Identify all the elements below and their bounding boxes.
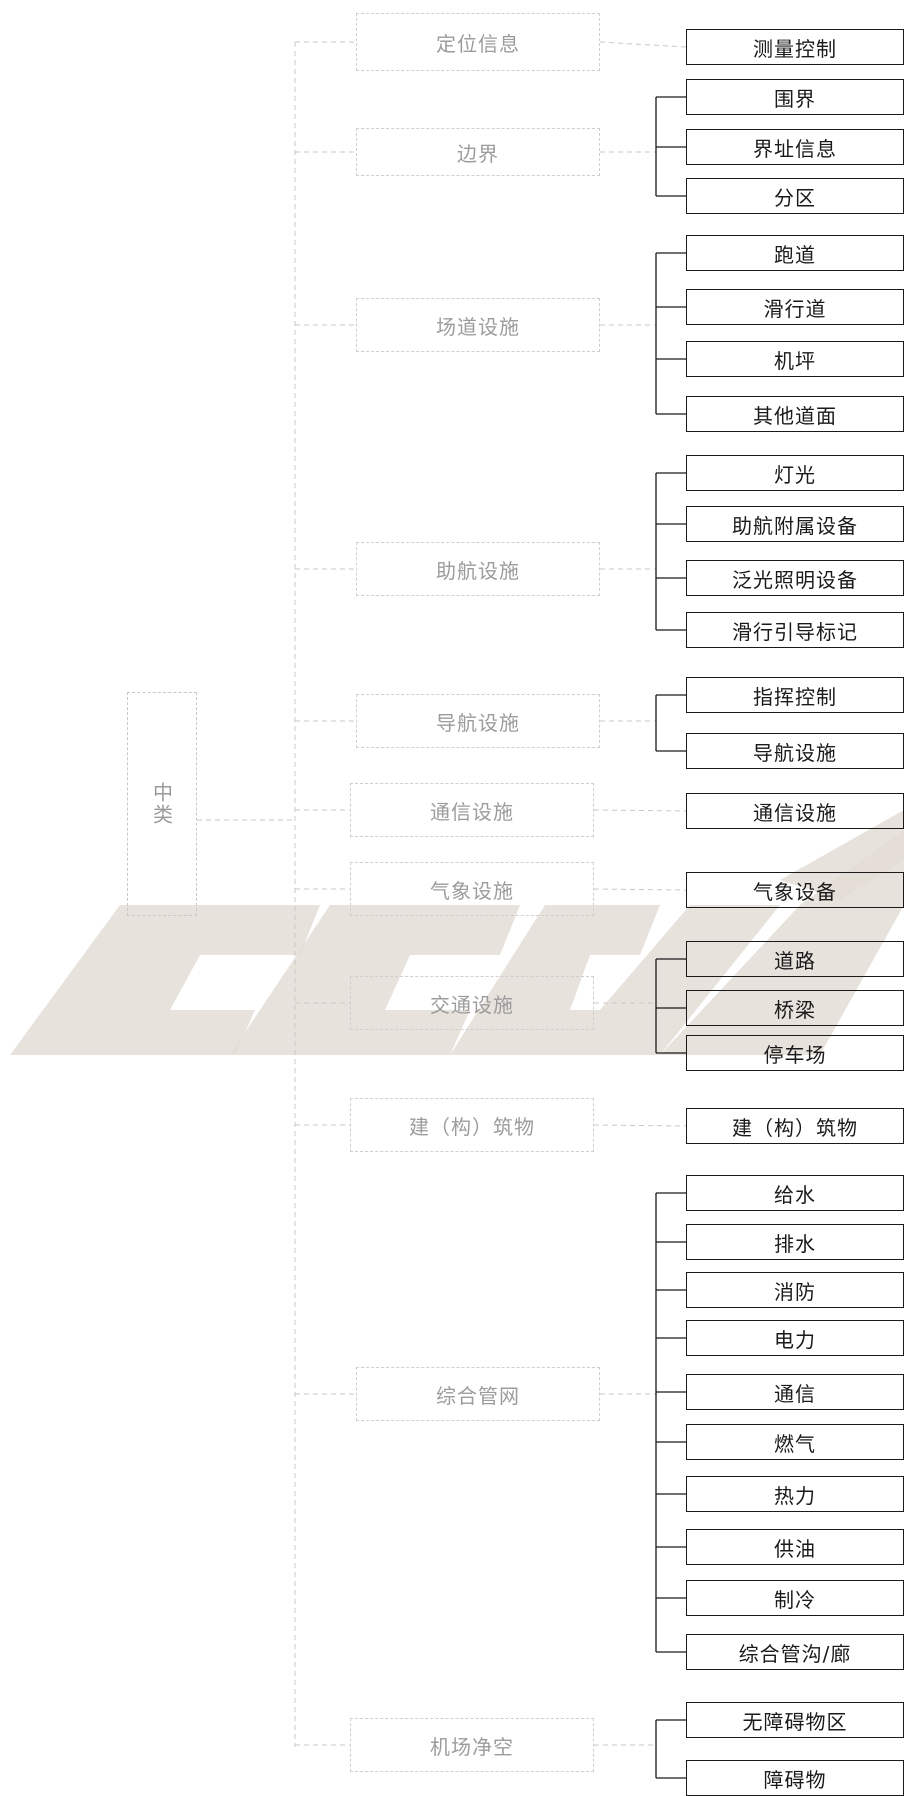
subcategory-box: 滑行引导标记	[686, 612, 904, 648]
category-to-leaf-line	[593, 888, 687, 891]
category-box: 导航设施	[356, 694, 600, 748]
subcategory-box: 给水	[686, 1175, 904, 1211]
subcategory-label: 无障碍物区	[742, 1709, 848, 1734]
subcategory-label: 制冷	[774, 1587, 816, 1612]
category-box: 建（构）筑物	[350, 1098, 594, 1152]
subcategory-label: 分区	[774, 185, 816, 210]
subcategory-box: 消防	[686, 1272, 904, 1308]
subcategory-box: 电力	[686, 1320, 904, 1356]
subcategory-label: 跑道	[774, 242, 816, 267]
subcategory-label: 供油	[774, 1536, 816, 1561]
subcategory-label: 气象设备	[753, 879, 837, 904]
subcategory-box: 跑道	[686, 235, 904, 271]
subcategory-box: 无障碍物区	[686, 1702, 904, 1738]
subcategory-box: 通信	[686, 1374, 904, 1410]
category-to-leaf-line	[593, 809, 687, 812]
subcategory-label: 通信	[774, 1381, 816, 1406]
category-label: 场道设施	[436, 314, 520, 339]
subcategory-label: 指挥控制	[753, 684, 837, 709]
root-node-box: 中类	[127, 692, 197, 916]
subcategory-label: 滑行道	[763, 296, 827, 321]
subcategory-box: 滑行道	[686, 289, 904, 325]
subcategory-box: 热力	[686, 1476, 904, 1512]
subcategory-box: 障碍物	[686, 1760, 904, 1796]
subcategory-label: 道路	[774, 948, 816, 973]
subcategory-box: 通信设施	[686, 793, 904, 829]
subcategory-box: 其他道面	[686, 396, 904, 432]
category-box: 气象设施	[350, 862, 594, 916]
category-label: 定位信息	[436, 31, 520, 56]
subcategory-label: 电力	[774, 1327, 816, 1352]
category-label: 通信设施	[430, 799, 514, 824]
category-box: 通信设施	[350, 783, 594, 837]
category-label: 机场净空	[430, 1734, 514, 1759]
subcategory-label: 桥梁	[774, 997, 816, 1022]
subcategory-label: 灯光	[774, 462, 816, 487]
category-box: 边界	[356, 128, 600, 176]
category-label: 边界	[457, 141, 499, 166]
subcategory-box: 灯光	[686, 455, 904, 491]
category-label: 建（构）筑物	[409, 1114, 535, 1139]
subcategory-box: 停车场	[686, 1035, 904, 1071]
subcategory-label: 给水	[774, 1182, 816, 1207]
category-label: 交通设施	[430, 992, 514, 1017]
category-box: 定位信息	[356, 13, 600, 71]
subcategory-box: 测量控制	[686, 29, 904, 65]
subcategory-label: 停车场	[763, 1042, 827, 1067]
category-label: 气象设施	[430, 878, 514, 903]
subcategory-box: 泛光照明设备	[686, 560, 904, 596]
subcategory-label: 热力	[774, 1483, 816, 1508]
subcategory-box: 供油	[686, 1529, 904, 1565]
subcategory-box: 界址信息	[686, 129, 904, 165]
subcategory-label: 滑行引导标记	[732, 619, 858, 644]
subcategory-box: 燃气	[686, 1424, 904, 1460]
category-label: 助航设施	[436, 558, 520, 583]
subcategory-label: 泛光照明设备	[732, 567, 858, 592]
subcategory-label: 其他道面	[753, 403, 837, 428]
subcategory-box: 导航设施	[686, 733, 904, 769]
subcategory-label: 障碍物	[763, 1767, 827, 1792]
category-label: 导航设施	[436, 710, 520, 735]
category-label: 综合管网	[436, 1383, 520, 1408]
category-box: 交通设施	[350, 976, 594, 1030]
connector-lines	[197, 41, 687, 1779]
subcategory-label: 机坪	[774, 348, 816, 373]
subcategory-box: 建（构）筑物	[686, 1108, 904, 1144]
subcategory-box: 助航附属设备	[686, 506, 904, 542]
subcategory-box: 桥梁	[686, 990, 904, 1026]
category-box: 场道设施	[356, 298, 600, 352]
category-box: 助航设施	[356, 542, 600, 596]
category-to-leaf-line	[599, 41, 687, 48]
category-box: 综合管网	[356, 1367, 600, 1421]
category-to-leaf-line	[593, 1124, 687, 1127]
subcategory-label: 燃气	[774, 1431, 816, 1456]
subcategory-box: 分区	[686, 178, 904, 214]
subcategory-label: 综合管沟/廊	[738, 1641, 852, 1666]
subcategory-label: 排水	[774, 1231, 816, 1256]
subcategory-label: 导航设施	[753, 740, 837, 765]
subcategory-label: 消防	[774, 1279, 816, 1304]
subcategory-box: 围界	[686, 79, 904, 115]
subcategory-box: 排水	[686, 1224, 904, 1260]
subcategory-box: 制冷	[686, 1580, 904, 1616]
subcategory-label: 测量控制	[753, 36, 837, 61]
subcategory-box: 气象设备	[686, 872, 904, 908]
watermark-letter-g1	[10, 905, 320, 1055]
root-node-label: 中类	[149, 782, 174, 826]
subcategory-box: 机坪	[686, 341, 904, 377]
subcategory-label: 通信设施	[753, 800, 837, 825]
subcategory-label: 界址信息	[753, 136, 837, 161]
subcategory-box: 道路	[686, 941, 904, 977]
subcategory-label: 助航附属设备	[732, 513, 858, 538]
subcategory-box: 综合管沟/廊	[686, 1634, 904, 1670]
category-box: 机场净空	[350, 1718, 594, 1772]
subcategory-box: 指挥控制	[686, 677, 904, 713]
subcategory-label: 建（构）筑物	[732, 1115, 858, 1140]
subcategory-label: 围界	[774, 86, 816, 111]
